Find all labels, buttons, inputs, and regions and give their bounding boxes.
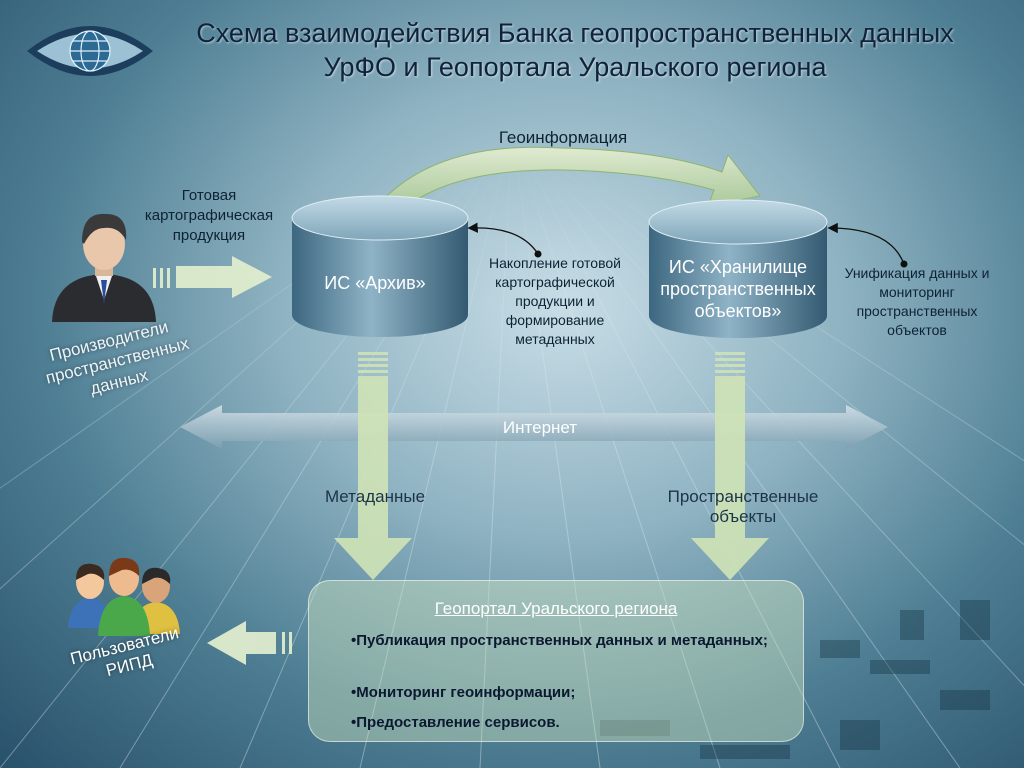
portal-item-services: •Предоставление сервисов.	[351, 714, 560, 731]
geoportal-title: Геопортал Уральского региона	[434, 599, 678, 618]
portal-to-users-arrow	[207, 621, 292, 665]
metadata-label: Метаданные	[324, 487, 426, 506]
spatial-objects-arrow	[691, 352, 769, 580]
accumulation-pointer	[467, 222, 539, 255]
unification-label: Унификация данных и мониторинг пространс…	[844, 265, 990, 338]
title-line-2: УрФО и Геопортала Уральского региона	[323, 52, 827, 82]
producer-person-icon	[52, 213, 156, 322]
is-archive-label: ИС «Архив»	[324, 273, 426, 293]
producers-to-archive-arrow	[153, 256, 272, 298]
eye-globe-logo-icon	[27, 26, 153, 76]
accumulation-label: Накопление готовой картографической прод…	[489, 255, 621, 347]
internet-label: Интернет	[502, 418, 578, 437]
unification-pointer	[827, 222, 905, 265]
is-archive-cylinder	[291, 195, 469, 337]
geoportal-box: Геопортал Уральского региона •Публикация…	[308, 580, 804, 742]
portal-item-monitoring: •Мониторинг геоинформации;	[351, 684, 576, 701]
ready-products-label: Готовая картографическая продукция	[144, 187, 274, 244]
title-line-1: Схема взаимодействия Банка геопространст…	[196, 18, 954, 48]
spatial-objects-label: Пространственные объекты	[667, 487, 819, 526]
portal-item-publication: •Публикация пространственных данных и ме…	[351, 632, 768, 649]
page-title: Схема взаимодействия Банка геопространст…	[160, 16, 990, 84]
geoinformation-label: Геоинформация	[498, 128, 628, 147]
metadata-arrow	[334, 352, 412, 580]
geoinformation-arrow	[370, 146, 761, 213]
internet-arrow	[180, 405, 888, 449]
is-storage-cylinder	[648, 199, 828, 338]
is-storage-label: ИС «Хранилище пространственных объектов»	[660, 257, 816, 321]
users-group-icon	[68, 557, 180, 636]
